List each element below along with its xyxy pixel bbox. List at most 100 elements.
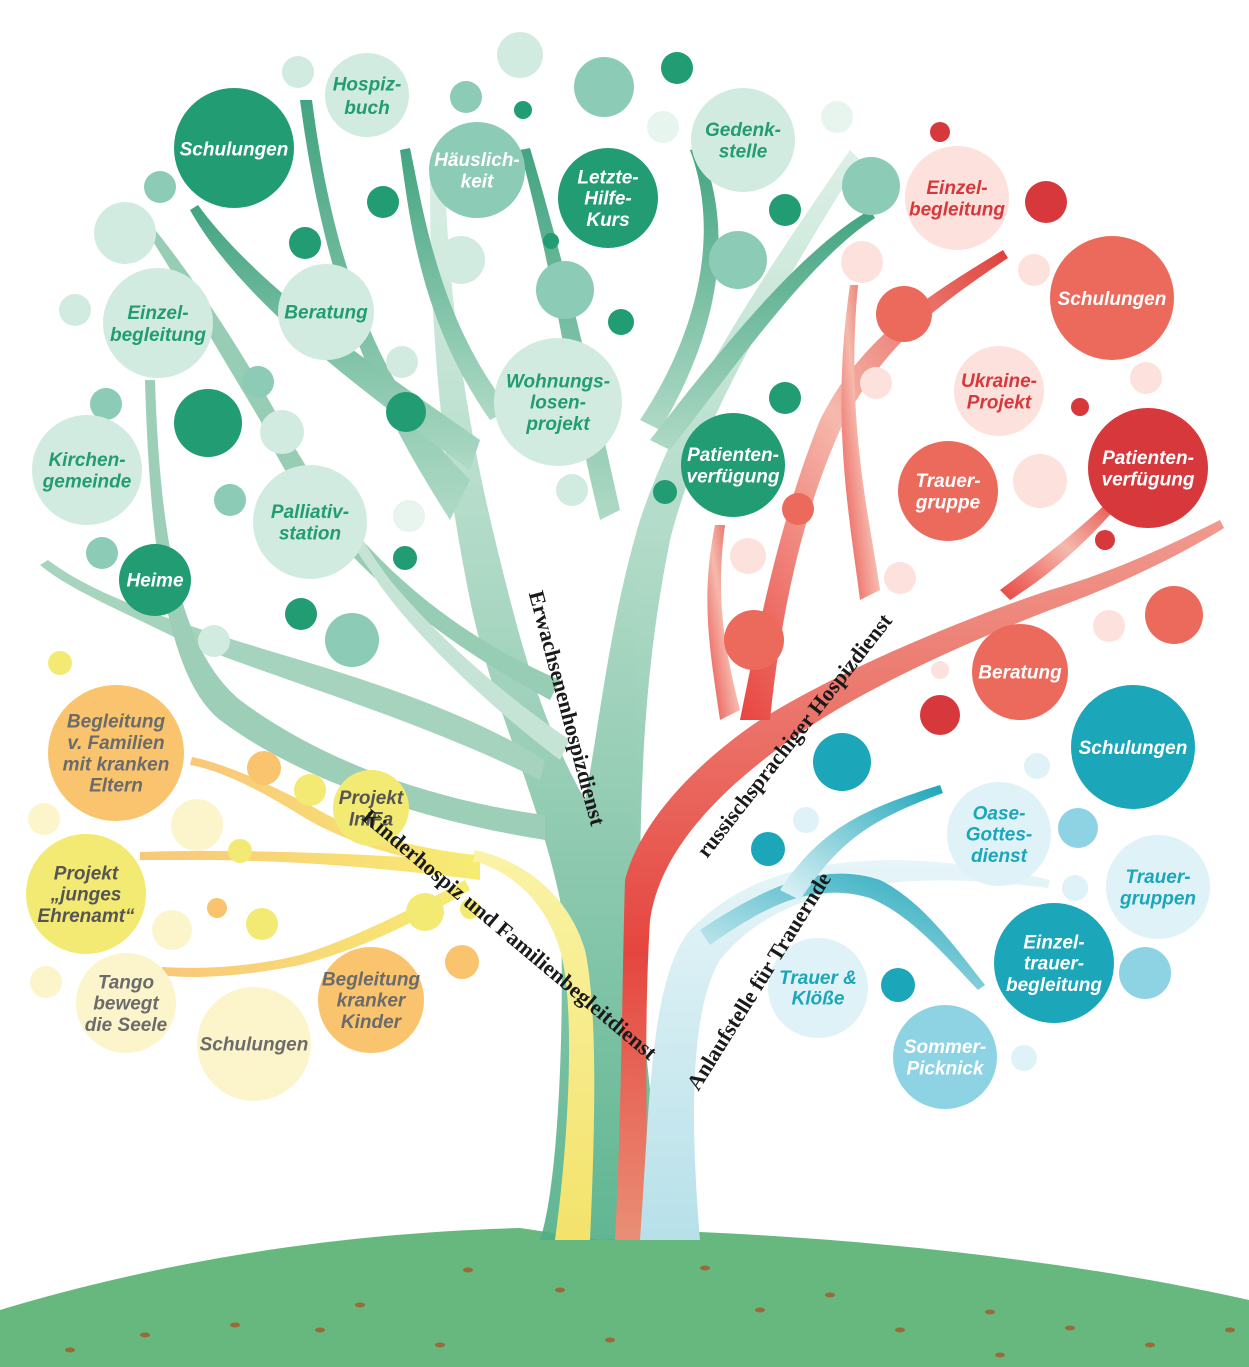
bubble-label: projekt — [525, 414, 590, 435]
decorative-dot — [1071, 398, 1089, 416]
bubble-label: Beratung — [284, 303, 368, 324]
bubble-circle — [318, 947, 424, 1053]
decorative-dot — [393, 546, 417, 570]
bubble-label: Letzte- — [577, 167, 638, 188]
decorative-dot — [90, 388, 122, 420]
bubble-label: losen- — [530, 393, 586, 414]
bubble-label: Hilfe- — [584, 189, 632, 210]
soil-speck — [1225, 1327, 1235, 1333]
bubble-circle — [558, 148, 658, 248]
decorative-dot — [841, 241, 883, 283]
bubble-green: Hospiz-buch — [325, 53, 409, 137]
decorative-dot — [1130, 362, 1162, 394]
bubble-label: Projekt — [967, 392, 1032, 413]
bubble-label: verfügung — [1102, 469, 1195, 490]
branch-kinder-shapes — [140, 757, 595, 1240]
decorative-dot — [751, 832, 785, 866]
bubble-circle — [905, 146, 1009, 250]
bubble-circle — [1071, 685, 1195, 809]
bubble-red: Ukraine-Projekt — [954, 346, 1044, 436]
bubble-teal: Oase-Gottes-dienst — [947, 782, 1051, 886]
bubble-red: Einzel-begleitung — [905, 146, 1009, 250]
bubble-green: Patienten-verfügung — [681, 413, 785, 517]
decorative-dot — [285, 598, 317, 630]
decorative-dot — [214, 484, 246, 516]
decorative-dot — [1119, 947, 1171, 999]
bubble-label: Projekt — [54, 863, 119, 884]
decorative-dot — [260, 410, 304, 454]
bubble-label: Kurs — [586, 210, 629, 231]
bubble-label: dienst — [971, 846, 1028, 867]
decorative-dot — [574, 57, 634, 117]
decorative-dot — [497, 32, 543, 78]
decorative-dot — [769, 194, 801, 226]
decorative-dot — [608, 309, 634, 335]
decorative-dot — [724, 610, 784, 670]
bubble-circle — [119, 544, 191, 616]
decorative-dot — [782, 493, 814, 525]
bubble-circle — [954, 346, 1044, 436]
bubble-green: Schulungen — [174, 88, 294, 208]
bubble-label: Projekt — [339, 788, 404, 809]
decorative-dot — [367, 186, 399, 218]
bubble-label: Einzel- — [127, 303, 188, 324]
decorative-dot — [860, 367, 892, 399]
decorative-dot — [1093, 610, 1125, 642]
bubble-label: gruppen — [1119, 888, 1196, 909]
decorative-dot — [198, 625, 230, 657]
bubble-label: Klöße — [792, 988, 845, 1009]
decorative-dot — [647, 111, 679, 143]
bubble-teal: Trauer &Klöße — [768, 938, 868, 1038]
soil-speck — [895, 1327, 905, 1333]
decorative-dot — [48, 651, 72, 675]
bubble-teal: Schulungen — [1071, 685, 1195, 809]
bubble-green: Gedenk-stelle — [691, 88, 795, 192]
bubble-red: Schulungen — [1050, 236, 1174, 360]
bubble-label: Eltern — [89, 776, 143, 797]
bubble-circle — [197, 987, 311, 1101]
decorative-dot — [1095, 530, 1115, 550]
decorative-dot — [325, 613, 379, 667]
bubble-label: Häuslich- — [434, 150, 520, 171]
bubble-circle — [898, 441, 998, 541]
decorative-dot — [59, 294, 91, 326]
decorative-dot — [437, 236, 485, 284]
bubble-label: Einzel- — [1023, 932, 1084, 953]
bubble-label: gruppe — [915, 492, 981, 513]
bubble-label: Kinder — [341, 1012, 403, 1033]
bubble-label: mit kranken — [63, 754, 170, 775]
bubble-label: Begleitung — [67, 712, 166, 733]
ground — [0, 1228, 1249, 1367]
bubble-circle — [691, 88, 795, 192]
decorative-dot — [207, 898, 227, 918]
decorative-dot — [543, 233, 559, 249]
bubble-label: Schulungen — [180, 139, 289, 160]
decorative-dot — [450, 81, 482, 113]
decorative-dot — [282, 56, 314, 88]
bubble-label: gemeinde — [42, 471, 132, 492]
bubble-label: begleitung — [1006, 975, 1102, 996]
bubble-circle — [768, 938, 868, 1038]
bubble-circle — [174, 88, 294, 208]
bubble-yellow: Schulungen — [197, 987, 311, 1101]
decorative-dot — [769, 382, 801, 414]
decorative-dot — [246, 908, 278, 940]
soil-speck — [995, 1352, 1005, 1358]
bubble-label: kranker — [337, 991, 407, 1012]
decorative-dot — [730, 538, 766, 574]
bubble-green: Einzel-begleitung — [103, 268, 213, 378]
bubble-green: Letzte-Hilfe-Kurs — [558, 148, 658, 248]
decorative-dot — [821, 101, 853, 133]
decorative-dot — [94, 202, 156, 264]
bubble-label: Patienten- — [1102, 448, 1194, 469]
decorative-dot — [920, 695, 960, 735]
bubble-label: Kirchen- — [48, 450, 125, 471]
bubble-label: trauer- — [1024, 954, 1084, 975]
bubble-red: Trauer-gruppe — [898, 441, 998, 541]
bubble-circle — [947, 782, 1051, 886]
